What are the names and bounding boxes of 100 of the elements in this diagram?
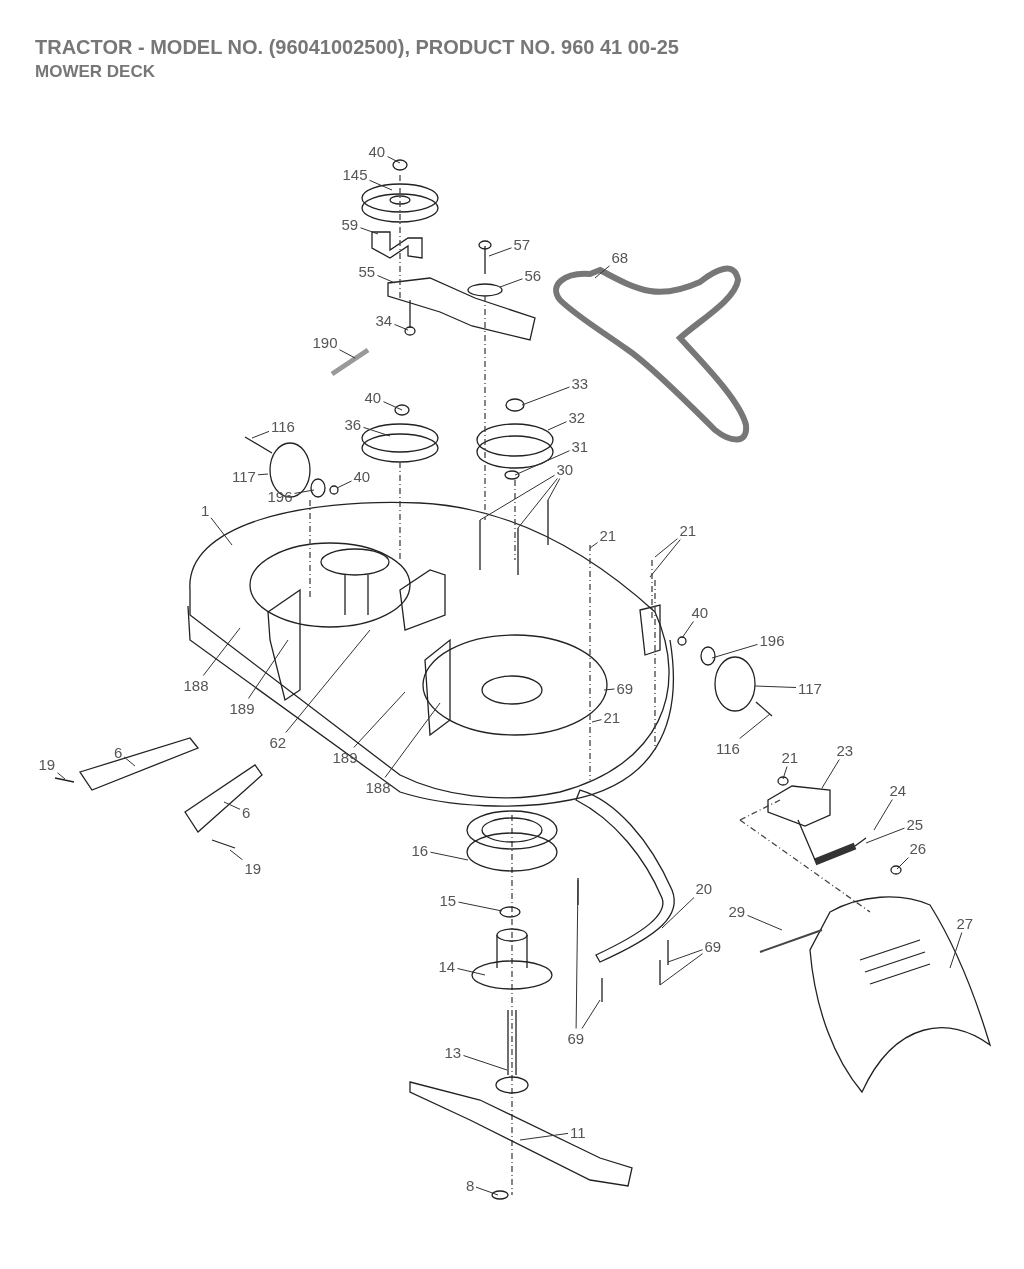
leader-line [210,517,233,546]
leader-line [547,478,561,501]
leader-line [229,849,243,861]
callout-number: 196 [267,487,293,505]
leader-line [285,629,371,733]
callout-number: 16 [411,841,429,859]
leader-line [463,1055,508,1071]
callout-number: 196 [759,631,785,649]
callout-number: 59 [341,215,359,233]
callout-number: 6 [114,743,123,761]
leader-line [649,539,681,578]
callout-number: 21 [603,708,621,726]
leader-line [394,323,409,331]
callout-number: 11 [570,1123,586,1141]
callout-number: 32 [568,408,586,426]
leader-line [430,851,469,861]
callout-number: 57 [513,235,531,253]
callout-number: 1 [201,501,210,519]
callout-number: 40 [364,388,382,406]
leader-line [517,478,558,529]
callout-number: 117 [232,467,256,485]
title: TRACTOR - MODEL NO. (96041002500), PRODUCT NO. 960 41 00-25 [35,36,679,59]
leader-line [475,1186,499,1196]
callout-number: 19 [244,859,262,877]
callout-number: 55 [358,262,376,280]
leader-line [383,401,403,411]
callout-number: 116 [271,417,295,435]
callout-number: 29 [728,902,746,920]
callout-number: 117 [798,679,822,697]
callout-number: 145 [342,165,368,183]
callout-number: 26 [909,839,927,857]
callout-number: 116 [716,739,740,757]
leader-line [363,426,391,437]
callout-number: 189 [332,748,358,766]
leader-line [681,621,694,639]
callout-number: 188 [365,778,391,796]
callout-number: 24 [889,781,907,799]
callout-number: 14 [438,957,456,975]
leader-line [594,265,610,279]
leader-line [360,227,379,235]
leader-line [661,897,695,929]
leader-line [387,156,401,164]
leader-line [353,691,406,748]
callout-number: 21 [679,521,697,539]
leader-line [223,801,241,810]
callout-number: 13 [444,1043,462,1061]
leader-line [519,1132,569,1141]
callout-number: 62 [269,733,287,751]
leader-line [754,685,797,688]
leader-line [251,430,270,439]
leader-line [667,949,703,963]
leader-line [377,275,396,284]
leader-line [57,772,66,780]
callout-number: 56 [524,266,542,284]
leader-line [457,968,486,976]
leader-line [369,179,393,191]
callout-number: 15 [439,891,457,909]
leader-line [949,932,963,969]
callout-number: 33 [571,374,589,392]
leader-line [739,713,771,739]
leader-line [896,857,909,870]
callout-number: 31 [571,437,589,455]
leader-line [499,278,523,288]
callout-number: 19 [38,755,56,773]
callout-number: 23 [836,741,854,759]
callout-number: 40 [353,467,371,485]
leader-line [711,643,758,659]
callout-number: 6 [242,803,251,821]
leader-line [591,719,602,723]
leader-line [575,879,579,1029]
leader-line [123,756,136,767]
leader-line [257,473,269,476]
callout-number: 68 [611,248,629,266]
leader-line [514,450,570,476]
callout-number: 189 [229,699,255,717]
callout-number: 69 [567,1029,585,1047]
leader-line [821,759,840,789]
leader-line [247,639,289,699]
leader-line [782,766,788,780]
callout-number: 20 [695,879,713,897]
leader-line [589,542,598,549]
subtitle: MOWER DECK [35,62,155,82]
leader-line [603,688,615,691]
leader-line [654,538,678,558]
leader-line [458,901,503,912]
leader-line [581,999,601,1029]
leader-line [747,914,783,931]
leader-line [339,349,356,359]
leader-line [865,827,905,844]
callout-number: 27 [956,914,974,932]
leader-line [488,247,512,257]
leader-line [202,627,241,676]
leader-line [294,489,315,494]
leader-line [479,474,555,521]
callout-number: 30 [556,460,574,478]
leader-line [384,702,441,778]
callout-number: 188 [183,676,209,694]
callout-number: 69 [704,937,722,955]
callout-number: 40 [368,142,386,160]
leader-line [336,480,352,489]
